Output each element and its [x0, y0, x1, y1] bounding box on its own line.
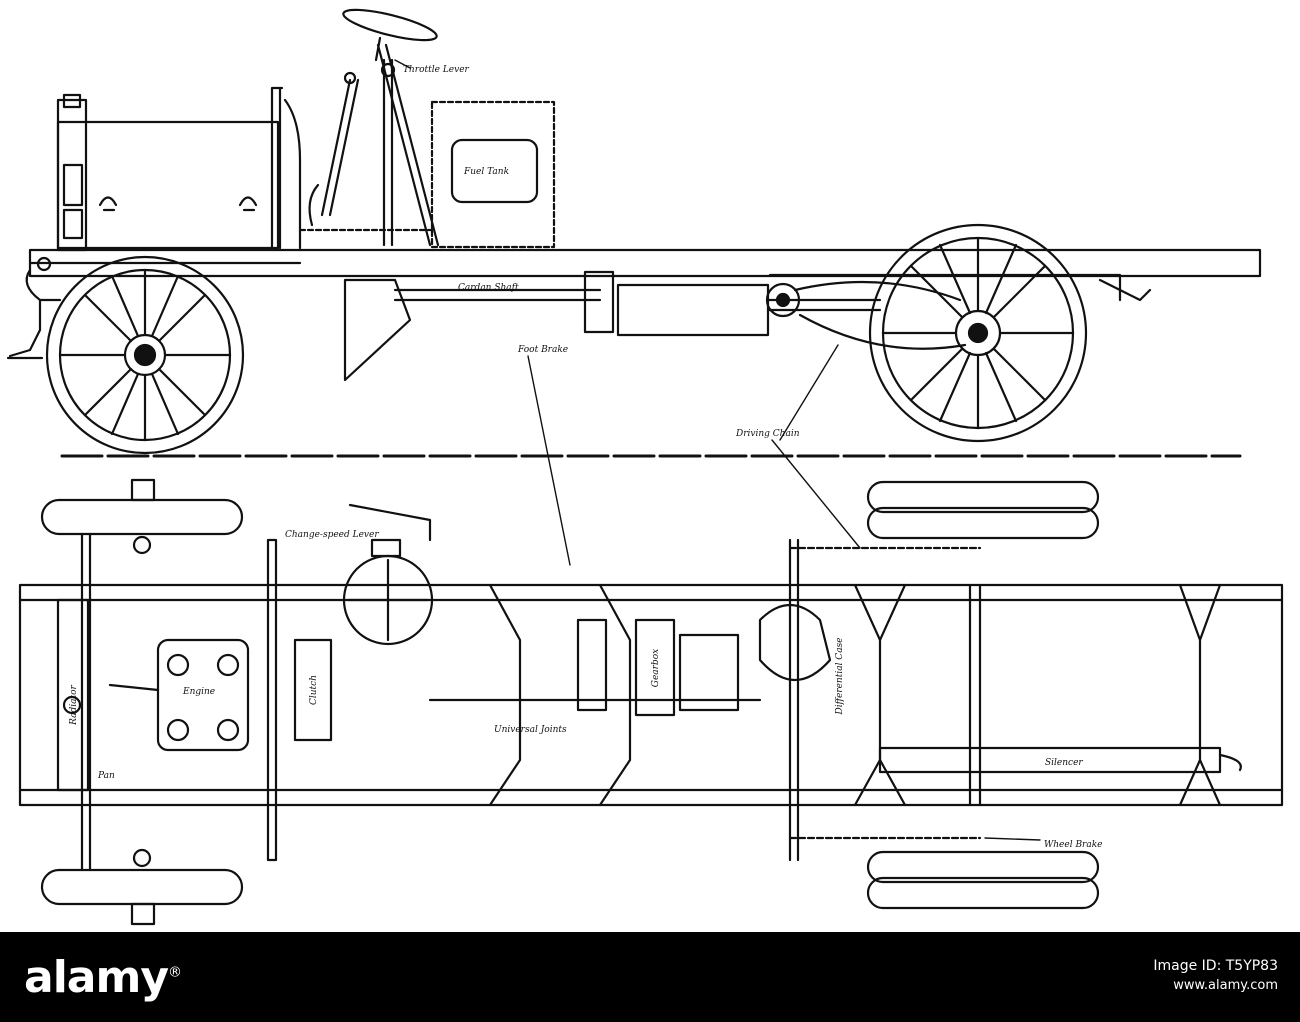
label-engine: Engine	[182, 687, 215, 697]
front-right-tire-plan	[40, 868, 244, 906]
engine-bonnet	[56, 120, 280, 250]
rear-right-tire-plan	[866, 850, 1100, 884]
label-clutch: Clutch	[309, 675, 319, 705]
crank-pan	[343, 278, 412, 382]
rear-wheel-side	[868, 223, 1088, 443]
side-elevation	[6, 8, 1262, 458]
image-id-block: Image ID: T5YP83 www.alamy.com	[1153, 958, 1278, 993]
chassis-svg: Throttle Lever Fuel Tank Cardan Shaft Fo…	[6, 8, 1284, 926]
footer-bar: alamy® Image ID: T5YP83 www.alamy.com	[0, 932, 1300, 1022]
clutch-plan	[293, 638, 333, 742]
rear-left-tire-plan	[866, 480, 1100, 514]
label-radiator: Radiator	[69, 684, 79, 725]
label-driving-chain: Driving Chain	[735, 429, 800, 439]
label-throttle-lever: Throttle Lever	[403, 65, 470, 75]
label-gearbox: Gearbox	[651, 649, 661, 687]
front-wheel-side	[45, 255, 245, 455]
alamy-logo[interactable]: alamy®	[24, 952, 182, 1003]
front-left-tire-plan	[40, 498, 244, 536]
differential-case-plan	[758, 604, 832, 682]
fuel-tank-outline	[430, 100, 556, 249]
brand-name: alamy	[24, 952, 169, 1003]
label-silencer: Silencer	[1045, 758, 1083, 768]
silencer-plan	[878, 746, 1222, 774]
label-cardan-shaft: Cardan Shaft	[458, 283, 519, 293]
trademark-symbol: ®	[168, 964, 182, 981]
image-id: Image ID: T5YP83	[1153, 958, 1278, 974]
label-pan: Pan	[97, 771, 115, 781]
universal-joint-plan	[576, 618, 608, 712]
gearbox-plan	[634, 618, 676, 717]
label-fuel-tank: Fuel Tank	[463, 167, 509, 177]
site-url[interactable]: www.alamy.com	[1173, 978, 1278, 993]
driving-chain-side	[793, 280, 967, 350]
label-wheel-brake: Wheel Brake	[1044, 840, 1103, 850]
radiator-plan	[56, 598, 90, 792]
plan-view	[18, 478, 1284, 926]
plan-frame	[18, 583, 1284, 807]
engine-plan	[156, 638, 250, 752]
steering-wheel-side	[342, 8, 438, 42]
leader-lines	[394, 59, 1041, 841]
steering-column	[376, 43, 432, 247]
label-differential-case: Differential Case	[835, 637, 845, 715]
label-change-speed-lever: Change-speed Lever	[285, 530, 379, 540]
label-universal-joints: Universal Joints	[494, 725, 567, 735]
label-foot-brake: Foot Brake	[517, 345, 568, 355]
